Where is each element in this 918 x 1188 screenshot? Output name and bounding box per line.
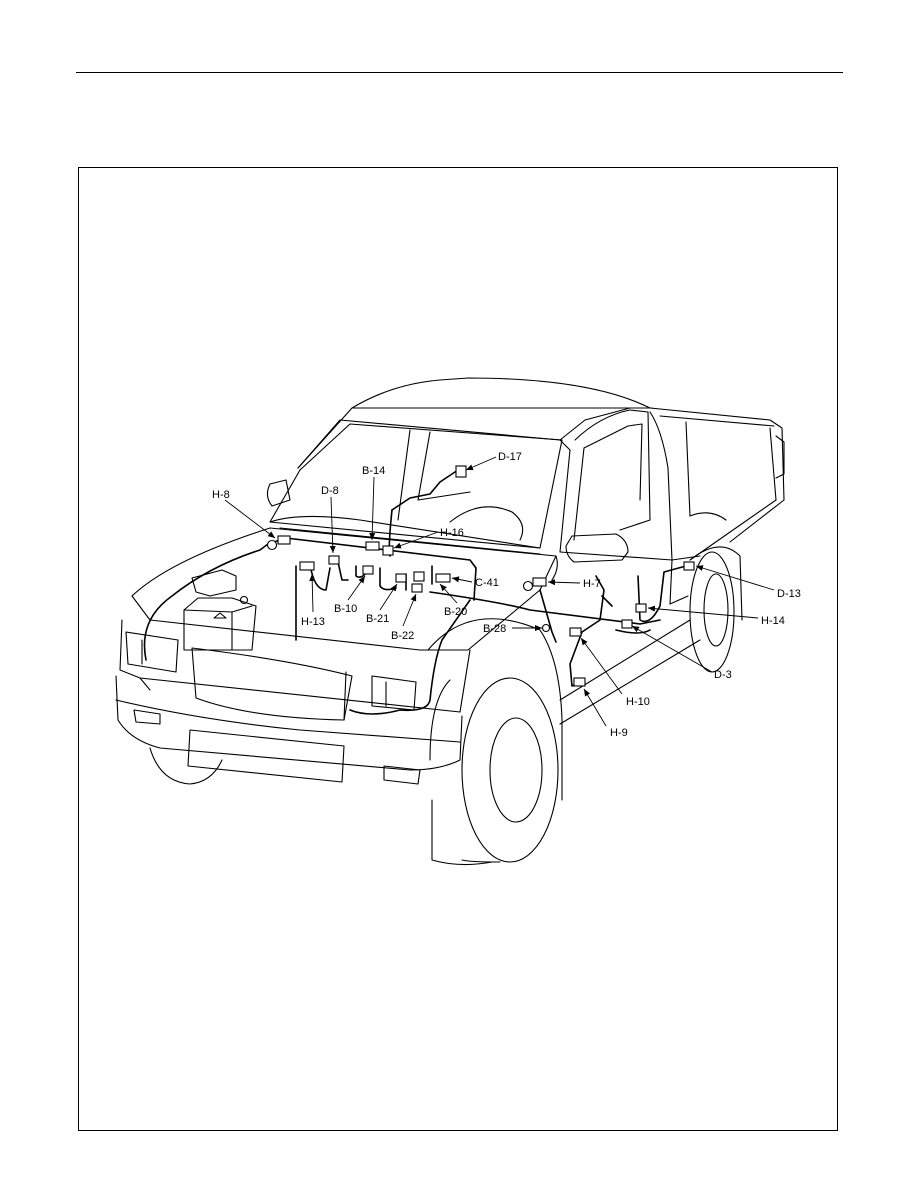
connector-shapes (266, 465, 695, 687)
label-b14: B-14 (362, 465, 385, 477)
figure-frame (78, 167, 838, 1131)
label-b20: B-20 (444, 606, 467, 618)
truck-outline (115, 377, 785, 866)
connector-labels: H-8 D-8 B-14 D-17 H-16 C-41 H-7 H-13 B-1… (212, 451, 801, 739)
label-h13: H-13 (301, 616, 325, 628)
label-d8: D-8 (321, 485, 339, 497)
label-h8: H-8 (212, 489, 230, 501)
header-rule (76, 72, 843, 73)
label-c41: C-41 (475, 577, 499, 589)
label-h10: H-10 (626, 696, 650, 708)
label-h9: H-9 (610, 727, 628, 739)
label-d13: D-13 (777, 588, 801, 600)
label-h16: H-16 (440, 527, 464, 539)
label-b22: B-22 (391, 630, 414, 642)
label-b28: B-28 (483, 623, 506, 635)
label-h14: H-14 (761, 615, 785, 627)
label-d3: D-3 (714, 669, 732, 681)
leader-lines (224, 456, 775, 727)
label-b10: B-10 (334, 603, 357, 615)
label-b21: B-21 (366, 613, 389, 625)
label-d17: D-17 (498, 451, 522, 463)
label-h7: H-7 (583, 578, 601, 590)
